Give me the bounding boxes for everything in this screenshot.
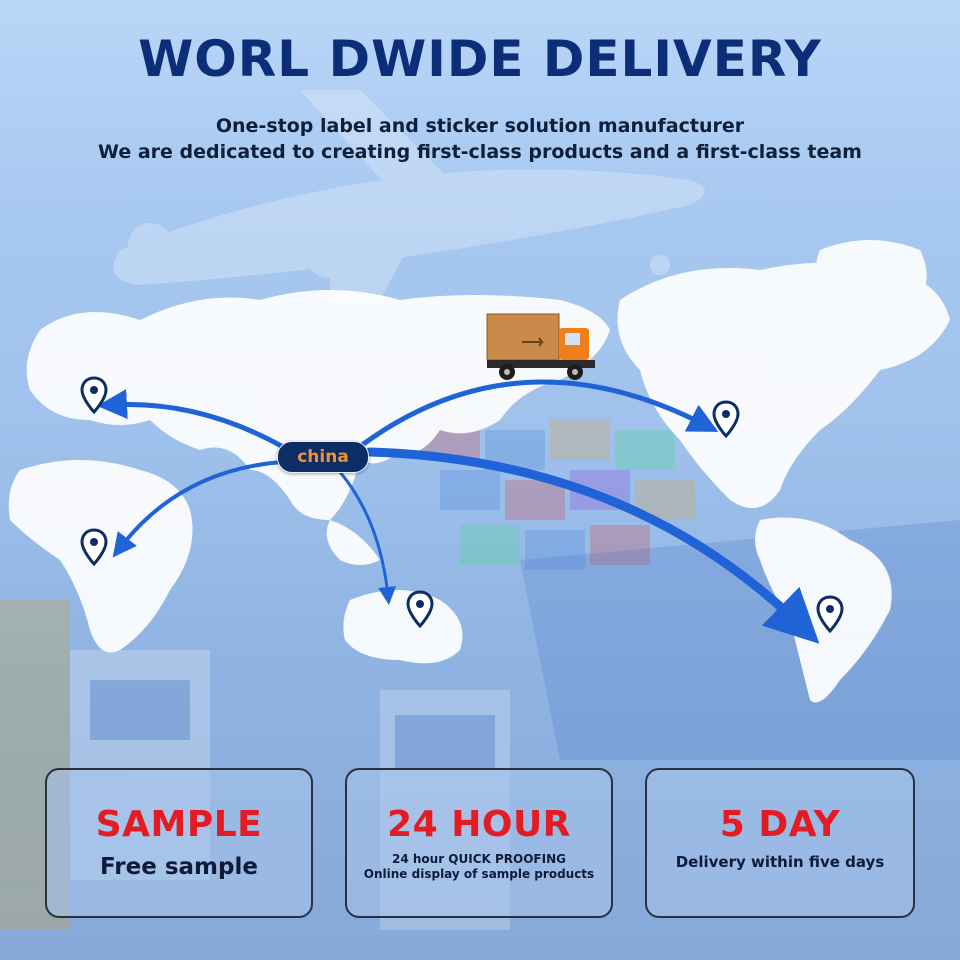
location-pin-icon bbox=[406, 590, 434, 628]
southeast-asia bbox=[326, 520, 380, 565]
origin-badge-china: china bbox=[277, 441, 369, 473]
truck-icon bbox=[486, 313, 595, 380]
japan bbox=[415, 406, 440, 441]
location-pin-icon bbox=[80, 376, 108, 414]
card-text-line-1: 24 hour QUICK PROOFING bbox=[392, 852, 566, 866]
location-pin-icon bbox=[712, 400, 740, 438]
container-stacks bbox=[420, 420, 695, 570]
card-headline: 5 DAY bbox=[719, 804, 841, 845]
airplane-icon bbox=[113, 90, 706, 300]
location-pin-icon bbox=[816, 595, 844, 633]
route-north-america bbox=[359, 379, 719, 448]
delivery-routes bbox=[97, 379, 820, 644]
route-africa bbox=[112, 460, 284, 558]
north-america bbox=[617, 262, 950, 508]
subtitle-line-1: One-stop label and sticker solution manu… bbox=[215, 115, 745, 137]
feature-card-24-hour: 24 HOUR 24 hour QUICK PROOFING Online di… bbox=[345, 768, 613, 918]
card-text-line-2: Online display of sample products bbox=[363, 867, 595, 881]
card-text: Delivery within five days bbox=[675, 853, 885, 871]
route-europe bbox=[97, 389, 288, 451]
card-text: Free sample bbox=[100, 854, 258, 880]
route-south-america bbox=[365, 447, 820, 644]
route-australia bbox=[338, 470, 397, 605]
greenland bbox=[816, 240, 927, 320]
card-headline: SAMPLE bbox=[95, 804, 263, 845]
subtitle-line-2: We are dedicated to creating first-class… bbox=[98, 141, 862, 163]
eurasia-landmass bbox=[26, 290, 610, 520]
page-title: WORL DWIDE DELIVERY bbox=[138, 30, 822, 88]
feature-card-sample: SAMPLE Free sample bbox=[45, 768, 313, 918]
location-pin-icon bbox=[80, 528, 108, 566]
feature-card-5-day: 5 DAY Delivery within five days bbox=[645, 768, 915, 918]
australia bbox=[343, 590, 463, 664]
card-headline: 24 HOUR bbox=[387, 804, 571, 845]
continents bbox=[8, 240, 950, 703]
